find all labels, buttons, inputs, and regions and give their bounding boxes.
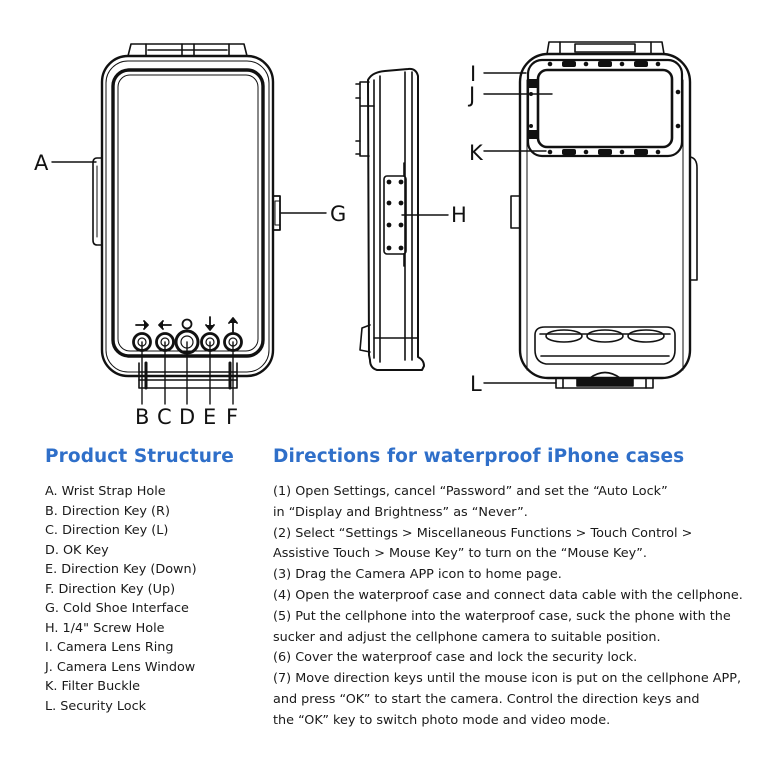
ok-circle-icon — [181, 318, 193, 330]
camera-lens-window — [536, 68, 674, 149]
part-item: A. Wrist Strap Hole — [45, 484, 166, 499]
arrow-right-icon — [135, 320, 149, 330]
front-bottom-lock — [138, 361, 238, 390]
filter-buckle — [529, 79, 537, 88]
camera-lens-ring — [526, 58, 684, 158]
front-screen-window — [111, 68, 265, 358]
directions-list: (1) Open Settings, cancel “Password” and… — [273, 482, 773, 732]
lens-ring-screws — [529, 61, 681, 155]
screw-holes — [386, 179, 404, 251]
direction-line: (2) Select “Settings > Miscellaneous Fun… — [273, 525, 693, 541]
product-structure-list: A. Wrist Strap Hole B. Direction Key (R)… — [45, 482, 197, 716]
callout-c: C — [157, 405, 172, 429]
direction-line: and press “OK” to start the camera. Cont… — [273, 691, 700, 707]
callout-a: A — [34, 151, 49, 175]
directions-title: Directions for waterproof iPhone cases — [273, 446, 685, 467]
part-item: K. Filter Buckle — [45, 679, 141, 694]
direction-line: (3) Drag the Camera APP icon to home pag… — [273, 567, 562, 583]
part-item: E. Direction Key (Down) — [45, 562, 197, 577]
part-item: D. OK Key — [45, 542, 109, 558]
callout-e: E — [203, 405, 216, 429]
back-view — [483, 41, 698, 389]
direction-line: in “Display and Brightness” as “Never”. — [273, 504, 528, 520]
arrow-left-icon — [158, 320, 172, 330]
back-bottom-grip — [534, 326, 676, 365]
security-lock — [555, 371, 654, 389]
direction-line: (5) Put the cellphone into the waterproo… — [273, 608, 731, 624]
part-item: F. Direction Key (Up) — [45, 581, 176, 597]
part-item: L. Security Lock — [45, 698, 147, 714]
arrow-up-icon — [228, 317, 238, 333]
direction-line: (7) Move direction keys until the mouse … — [273, 671, 742, 687]
callout-l: L — [470, 372, 482, 396]
product-diagram: A B C D E F G H I J K L — [34, 41, 698, 429]
side-view — [355, 67, 449, 371]
part-item: J. Camera Lens Window — [45, 659, 196, 675]
direction-line: (4) Open the waterproof case and connect… — [273, 587, 743, 603]
part-item: G. Cold Shoe Interface — [45, 601, 189, 616]
wrist-strap-hole — [92, 157, 103, 246]
direction-line: (6) Cover the waterproof case and lock t… — [273, 650, 638, 666]
direction-line: the “OK” key to switch photo mode and vi… — [273, 712, 611, 728]
front-top-clip — [127, 43, 248, 57]
part-item: C. Direction Key (L) — [45, 523, 169, 538]
callout-d: D — [179, 405, 195, 429]
callout-h: H — [451, 203, 467, 227]
product-structure-title: Product Structure — [45, 446, 234, 467]
callout-k: K — [469, 141, 484, 165]
callout-g: G — [330, 202, 346, 226]
callout-j: J — [467, 83, 475, 107]
callout-f: F — [226, 405, 238, 429]
part-item: I. Camera Lens Ring — [45, 640, 174, 655]
arrow-down-icon — [205, 316, 215, 331]
part-item: B. Direction Key (R) — [45, 503, 170, 519]
direction-line: sucker and adjust the cellphone camera t… — [273, 629, 661, 645]
part-item: H. 1/4" Screw Hole — [45, 620, 165, 636]
callout-b: B — [135, 405, 149, 429]
direction-line: (1) Open Settings, cancel “Password” and… — [273, 484, 668, 499]
front-view — [51, 43, 327, 405]
callout-i: I — [470, 62, 476, 86]
direction-line: Assistive Touch > Mouse Key” to turn on … — [273, 546, 647, 562]
